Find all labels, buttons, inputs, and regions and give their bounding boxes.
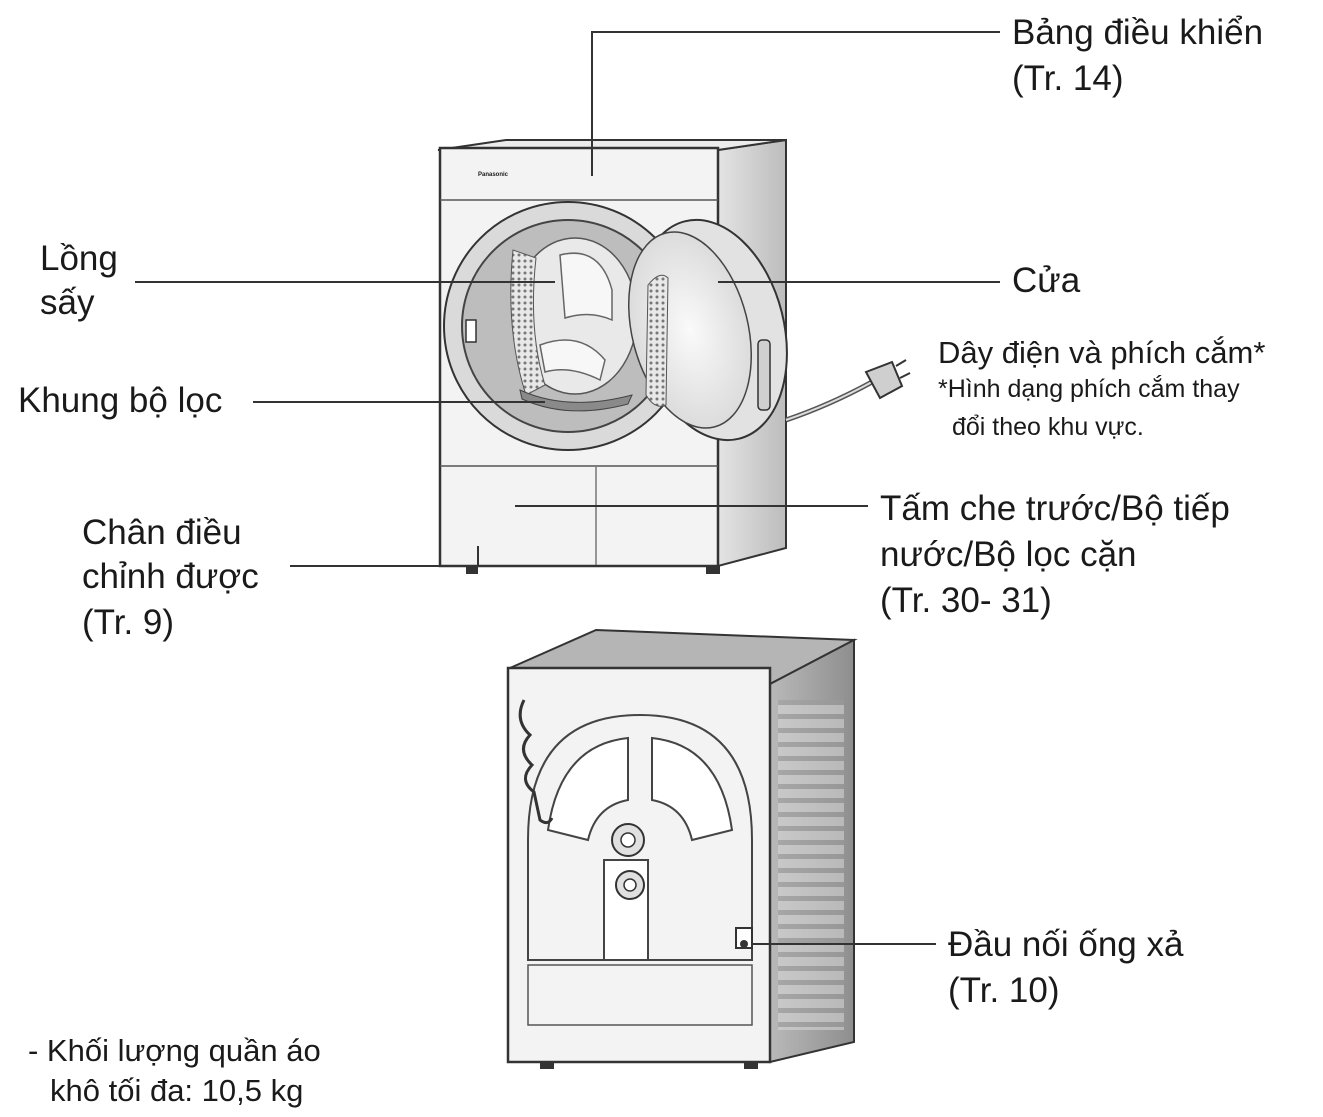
rear-coiled-cord [518, 699, 554, 825]
rear-foot-right [744, 1062, 758, 1069]
rear-side-vents [778, 700, 844, 1030]
door-hinge [757, 339, 771, 411]
label-capacity: - Khối lượng quần áo [28, 1033, 321, 1068]
adjustable-foot-left [466, 566, 478, 574]
plug-pin-1 [895, 359, 907, 367]
rear-foot-left [540, 1062, 554, 1069]
rear-arch-frame [527, 713, 753, 961]
rear-port-upper-inner [620, 832, 636, 848]
power-plug [864, 360, 904, 400]
door-latch [465, 319, 477, 343]
rear-dryer [506, 628, 858, 1069]
leader-control-panel [591, 31, 1000, 176]
brand-logo-text: Panasonic [478, 172, 509, 178]
plug-pin-2 [899, 372, 911, 379]
drum-perforated-wall [510, 249, 546, 396]
drain-connector-dot [740, 940, 748, 948]
label-power-cord: Dây điện và phích cắm* [938, 335, 1266, 370]
rear-vent-left [546, 736, 629, 842]
label-capacity-line2: khô tối đa: 10,5 kg [50, 1073, 304, 1108]
door-mesh-filter [645, 274, 669, 407]
label-adjustable-feet-page: (Tr. 9) [82, 603, 175, 642]
rear-vent-right [651, 736, 734, 842]
drum-baffle-lower [539, 339, 606, 382]
label-adjustable-feet-line2: chỉnh được [82, 557, 259, 596]
label-front-cover-line2: nước/Bộ lọc cặn [880, 535, 1137, 574]
label-adjustable-feet: Chân điều [82, 513, 242, 552]
door-part [627, 218, 788, 442]
power-cord [785, 379, 874, 423]
label-door: Cửa [1012, 261, 1081, 300]
drum-baffle [559, 252, 613, 322]
label-control-panel-page: (Tr. 14) [1012, 59, 1124, 98]
label-drain-connector: Đầu nối ống xả [948, 925, 1184, 964]
power-cord-highlight [785, 381, 873, 421]
label-filter-frame: Khung bộ lọc [18, 381, 223, 420]
label-front-cover: Tấm che trước/Bộ tiếp [880, 489, 1230, 528]
label-drain-connector-page: (Tr. 10) [948, 971, 1060, 1010]
rear-base-panel [527, 964, 753, 1026]
front-dryer [437, 138, 911, 574]
label-drum: Lồng [40, 239, 118, 278]
leader-lines [135, 31, 1000, 945]
label-drum-line2: sấy [40, 283, 95, 322]
rear-port-lower-inner [623, 878, 637, 892]
label-front-cover-page: (Tr. 30- 31) [880, 581, 1052, 620]
filter-frame-part [519, 389, 633, 412]
label-control-panel: Bảng điều khiển [1012, 13, 1264, 52]
label-power-cord-note2: đổi theo khu vực. [952, 413, 1144, 441]
adjustable-foot-right [706, 566, 720, 574]
label-power-cord-note1: *Hình dạng phích cắm thay [938, 375, 1240, 403]
